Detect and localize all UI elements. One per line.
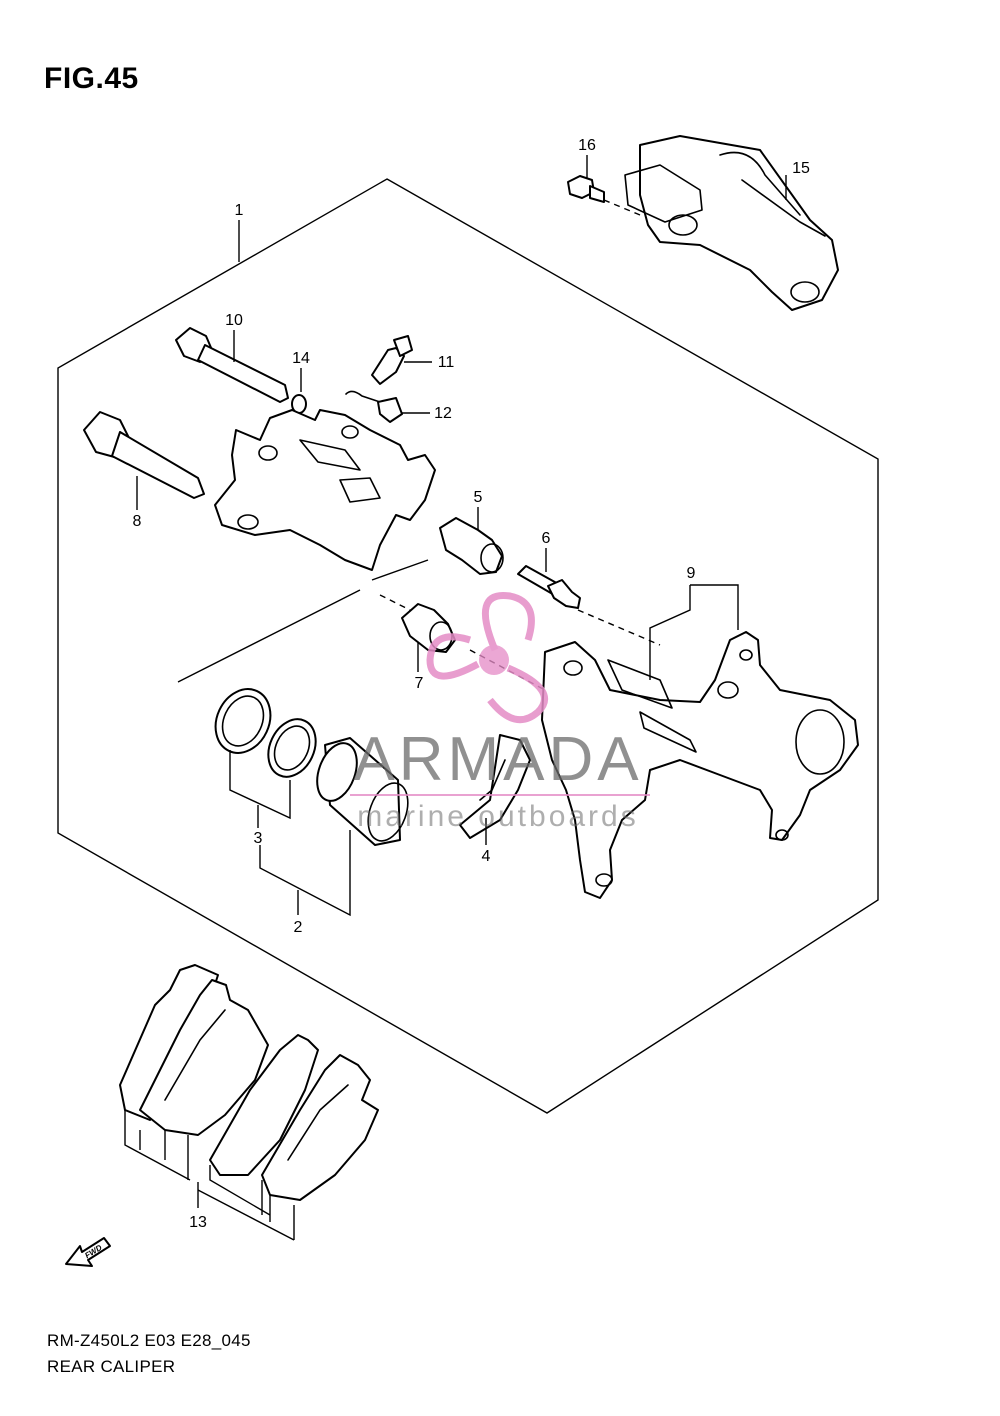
callout-4: 4 bbox=[482, 848, 491, 865]
part-2-piston bbox=[316, 737, 409, 846]
part-11-bleeder bbox=[371, 335, 413, 385]
assembly-1-outline bbox=[57, 178, 879, 1114]
caliper-body bbox=[214, 409, 436, 571]
model-code: RM-Z450L2 E03 E28_045 bbox=[47, 1331, 251, 1350]
part-16-bolt bbox=[567, 175, 605, 203]
callout-14: 14 bbox=[292, 350, 310, 367]
part-15-bracket bbox=[624, 135, 839, 311]
figure-title: FIG.45 bbox=[44, 62, 139, 95]
callout-8: 8 bbox=[133, 513, 142, 530]
callout-10: 10 bbox=[225, 312, 243, 329]
watermark-logo bbox=[426, 591, 548, 724]
callout-16: 16 bbox=[578, 137, 596, 154]
part-7-boot bbox=[401, 603, 456, 653]
part-10-pin bbox=[175, 327, 289, 403]
watermark-brand: ARMADA bbox=[353, 725, 642, 794]
part-13-pads bbox=[119, 964, 379, 1201]
assembly-name: REAR CALIPER bbox=[47, 1357, 176, 1376]
part-9-holder bbox=[541, 631, 859, 899]
propeller-icon bbox=[426, 591, 548, 724]
watermark-tagline: marine outboards bbox=[357, 800, 638, 833]
callout-2: 2 bbox=[294, 919, 303, 936]
part-5-boot bbox=[439, 517, 504, 575]
fwd-arrow bbox=[65, 1237, 111, 1267]
part-12-cap bbox=[345, 390, 403, 423]
callout-1: 1 bbox=[235, 202, 244, 219]
part-3-seals bbox=[214, 688, 317, 778]
part-4-spring bbox=[459, 734, 531, 839]
callout-3: 3 bbox=[254, 830, 263, 847]
part-6-pin bbox=[517, 565, 581, 609]
callout-9: 9 bbox=[687, 565, 696, 582]
callout-13: 13 bbox=[189, 1214, 207, 1231]
callout-15: 15 bbox=[792, 160, 810, 177]
callout-12: 12 bbox=[434, 405, 452, 422]
callout-5: 5 bbox=[474, 489, 483, 506]
callout-6: 6 bbox=[542, 530, 551, 547]
part-8-pin bbox=[83, 411, 205, 499]
callout-7: 7 bbox=[415, 675, 424, 692]
callout-11: 11 bbox=[438, 354, 455, 371]
